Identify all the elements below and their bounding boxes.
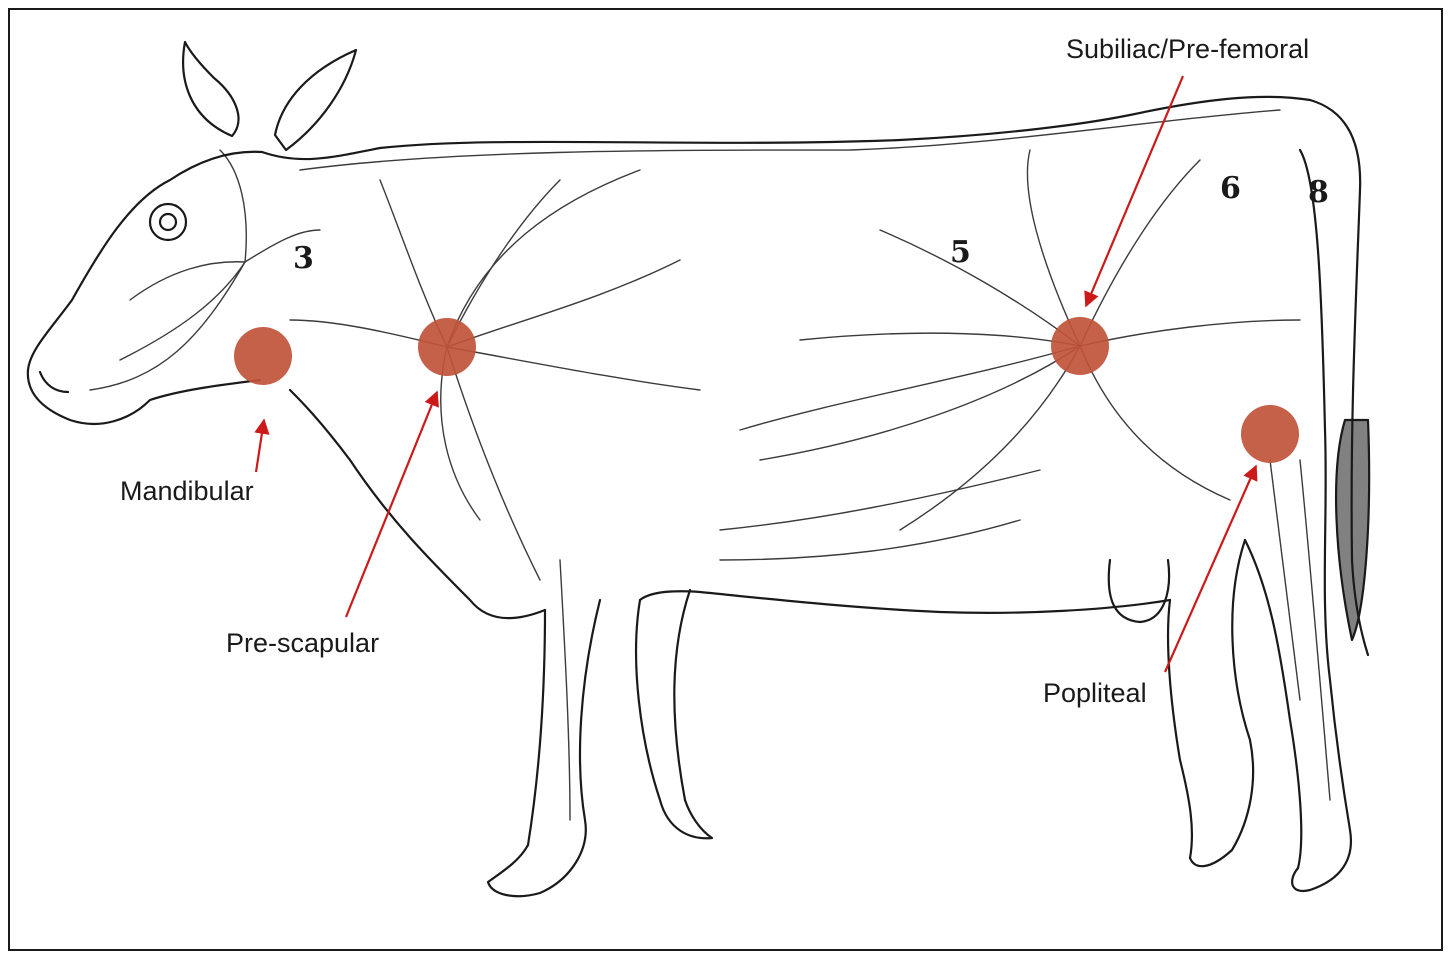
mandibular-label: Mandibular xyxy=(120,478,254,505)
node-number-8: 8 xyxy=(1308,175,1329,210)
prescapular-label: Pre-scapular xyxy=(226,630,379,657)
node-number-6: 6 xyxy=(1220,171,1241,206)
subiliac-arrow xyxy=(1086,76,1183,306)
mandibular-node-marker xyxy=(234,327,292,385)
cow-outline xyxy=(28,42,1369,896)
lymphatic-network xyxy=(90,110,1330,820)
node-markers xyxy=(234,317,1299,463)
node-number-3: 3 xyxy=(293,241,314,276)
subiliac-label: Subiliac/Pre-femoral xyxy=(1066,36,1309,63)
subiliac-node-marker xyxy=(1051,317,1109,375)
popliteal-arrow xyxy=(1165,466,1256,672)
mandibular-arrow xyxy=(256,420,264,472)
popliteal-node-marker xyxy=(1241,405,1299,463)
pointer-arrows xyxy=(256,76,1256,672)
node-number-5: 5 xyxy=(950,235,971,270)
prescapular-arrow xyxy=(346,392,437,617)
prescapular-node-marker xyxy=(418,318,476,376)
popliteal-label: Popliteal xyxy=(1043,680,1147,707)
